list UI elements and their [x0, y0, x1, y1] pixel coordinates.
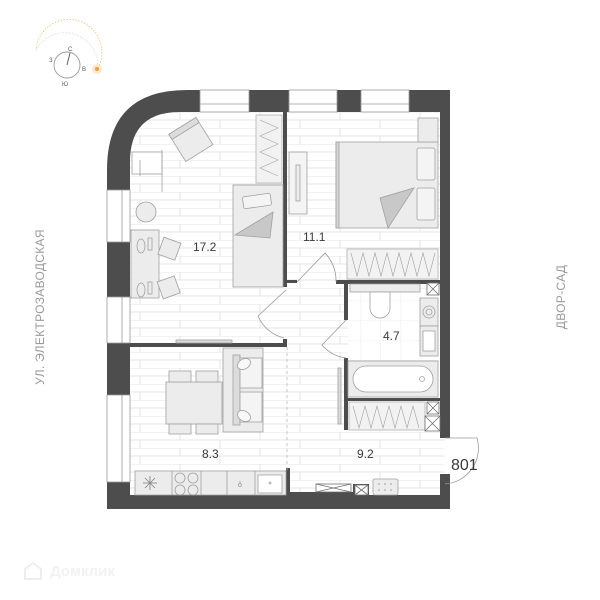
area-hallway: 9.2	[357, 447, 374, 461]
street-label-right: ДВОР-САД	[554, 264, 568, 330]
outer-walls	[107, 90, 450, 509]
wall-bath-left-lower	[344, 358, 348, 430]
compass-south: Ю	[62, 82, 68, 88]
desk	[130, 229, 160, 299]
top-wall-pier-2	[337, 90, 361, 112]
watermark-logo: Домклик	[22, 560, 115, 582]
wardrobe-living	[255, 114, 283, 184]
bathtub	[347, 360, 439, 398]
side-table	[135, 201, 157, 223]
sofa	[222, 347, 264, 433]
street-label-left: УЛ. ЭЛЕКТРОЗАВОДСКАЯ	[33, 229, 47, 385]
desk-chair-2	[156, 275, 181, 300]
compass-east: В	[82, 67, 86, 73]
wall-stub-hall	[283, 339, 287, 347]
compass-north: С	[68, 47, 73, 53]
door-living[interactable]	[257, 289, 287, 339]
shaft-5	[315, 483, 352, 493]
shaft-4	[354, 484, 369, 496]
dishwasher-drop-icon: ô	[238, 482, 242, 489]
area-bedroom: 11.1	[303, 230, 326, 244]
area-living-room: 17.2	[193, 240, 217, 254]
kitchen-sink-icon	[257, 474, 283, 494]
dining-table	[165, 370, 223, 435]
toilet	[349, 283, 421, 319]
desk-chair-1	[157, 236, 182, 261]
tv-bedroom	[288, 151, 308, 215]
area-labels: 17.2 11.1 4.7 8.3 9.2 801	[193, 230, 478, 474]
tv-stand-living	[175, 339, 233, 344]
shaft-1	[426, 282, 440, 296]
wall-bedroom-bath	[336, 280, 440, 284]
compass-needle	[66, 52, 71, 66]
sink	[419, 325, 439, 357]
top-wall-pier-1	[249, 90, 289, 112]
compass: С З В Ю	[35, 19, 103, 88]
washing-machine	[419, 297, 439, 327]
window-left-2	[106, 296, 131, 344]
bedroom-furniture	[288, 117, 439, 229]
double-bed	[335, 141, 439, 229]
sun-core-icon	[95, 67, 99, 71]
mirror-hall	[337, 367, 342, 425]
wall-kitchen-niche	[286, 468, 290, 495]
hall-bench	[372, 478, 399, 496]
window-left-1	[106, 189, 131, 243]
fridge-snowflake-icon	[143, 476, 157, 490]
wardrobe-bedroom	[346, 248, 439, 280]
sun-path-upper	[35, 32, 99, 67]
wall-kitchen-niche-bottom	[286, 492, 356, 495]
kitchen-counter: ô	[134, 470, 287, 496]
shaft-3	[424, 415, 441, 432]
door-entrance[interactable]	[444, 437, 479, 485]
wall-bedroom-door-left	[287, 280, 297, 283]
side-chair	[131, 150, 163, 192]
shaft-2	[426, 401, 440, 415]
window-top-3	[360, 89, 410, 113]
left-wall-pier-2	[107, 343, 130, 395]
compass-west: З	[49, 58, 53, 64]
compass-dial	[53, 51, 81, 79]
bottom-wall	[107, 495, 450, 509]
area-bathroom: 4.7	[383, 329, 400, 343]
door-bedroom[interactable]	[296, 252, 337, 283]
wall-living-bedroom	[283, 112, 287, 287]
curved-corner-wall	[107, 90, 200, 190]
window-top-1	[199, 89, 250, 113]
sun-path-lower	[35, 19, 103, 69]
single-bed	[232, 184, 284, 288]
area-kitchen: 8.3	[202, 447, 219, 461]
right-wall-lower	[440, 474, 450, 509]
kitchen-furniture: ô	[134, 347, 399, 496]
house-logo-icon	[24, 561, 42, 580]
armchair	[168, 116, 214, 163]
left-wall-pier-1	[107, 242, 130, 297]
stove-burners-icon	[174, 472, 199, 496]
wardrobes	[255, 114, 439, 431]
wall-bath-bottom	[344, 398, 440, 401]
watermark-text: Домклик	[50, 562, 115, 580]
top-wall-pier-3	[409, 90, 450, 112]
ventilation-shafts	[315, 282, 441, 496]
windows	[106, 89, 410, 483]
apartment-number: 801	[451, 457, 478, 474]
wall-living-kitchen	[130, 343, 286, 347]
right-wall-upper	[440, 90, 450, 438]
door-bathroom[interactable]	[321, 319, 347, 359]
living-furniture	[130, 116, 284, 344]
wall-bath-left-upper	[344, 280, 348, 320]
nightstand	[417, 117, 439, 143]
wardrobe-hall	[348, 401, 426, 431]
window-top-2	[288, 89, 338, 113]
doors	[257, 252, 479, 485]
window-left-3	[106, 394, 131, 483]
bathroom-fixtures	[337, 283, 439, 425]
